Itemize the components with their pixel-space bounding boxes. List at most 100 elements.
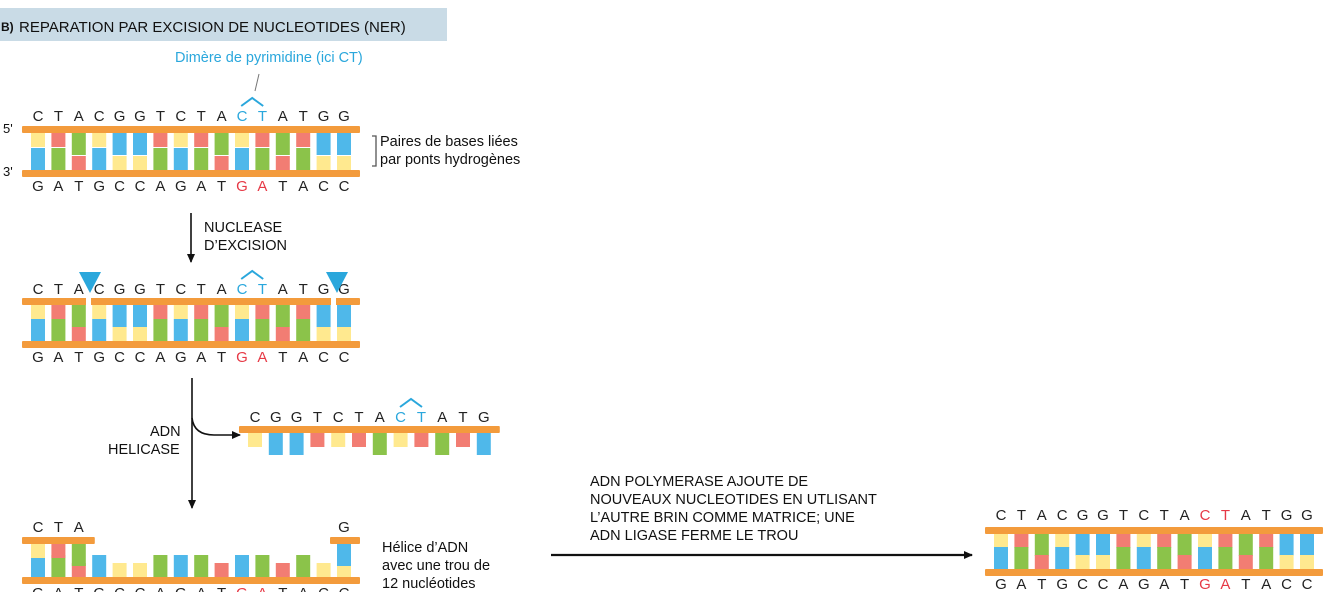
strand-nick <box>331 297 336 306</box>
base-bottom <box>1055 547 1070 569</box>
sequence-letter-bottom: A <box>1159 576 1169 592</box>
sequence-letter-bottom: T <box>1241 576 1250 592</box>
base-top <box>1096 534 1110 556</box>
sequence-letter-bottom: C <box>339 178 350 195</box>
base-top <box>1075 534 1090 556</box>
base-top <box>214 133 229 155</box>
base-top <box>1136 534 1151 548</box>
base-bottom <box>994 547 1008 569</box>
sequence-letter-top: G <box>1301 507 1313 524</box>
base-bottom <box>1238 555 1253 569</box>
sequence-letter-top: T <box>258 108 267 125</box>
sequence-letter-bottom: C <box>114 178 125 195</box>
gapped-base-bottom <box>112 563 127 577</box>
gapped-base-bottom <box>255 555 270 577</box>
backbone-bottom <box>22 170 360 177</box>
sequence-letter-top: C <box>33 108 44 125</box>
base-top <box>194 305 209 319</box>
base-top <box>214 305 229 327</box>
base-top <box>337 305 351 327</box>
gapped-base-top <box>337 544 351 566</box>
gap-label-line3: 12 nucléotides <box>382 576 476 592</box>
gapped-letter-top: C <box>33 519 44 536</box>
excised-backbone <box>239 426 500 433</box>
sequence-letter-bottom: A <box>155 178 165 195</box>
base-top <box>235 305 249 319</box>
gapped-letter-top: G <box>338 519 350 536</box>
gapped-base-top <box>31 544 45 558</box>
sequence-letter-top: T <box>197 281 206 298</box>
sequence-letter-bottom: G <box>93 178 105 195</box>
excised-letter: C <box>333 409 344 426</box>
section-label: B) <box>1 20 14 34</box>
base-top <box>1055 534 1070 548</box>
base-top <box>133 305 147 327</box>
base-top <box>275 133 290 155</box>
gapped-base-bottom <box>194 555 209 577</box>
excised-base <box>248 433 262 447</box>
sequence-letter-top: A <box>1037 507 1047 524</box>
base-top <box>1116 534 1131 548</box>
sequence-letter-bottom: C <box>318 349 329 366</box>
sequence-letter-top: C <box>237 108 248 125</box>
base-top <box>71 133 86 155</box>
nuclease-label-line2: D’EXCISION <box>204 238 287 254</box>
base-bottom <box>1034 555 1049 569</box>
base-bottom <box>296 148 311 170</box>
sequence-letter-bottom: T <box>278 349 287 366</box>
sequence-letter-bottom: C <box>339 349 350 366</box>
excised-letter: T <box>354 409 363 426</box>
sequence-letter-top: C <box>175 281 186 298</box>
base-top <box>71 305 86 327</box>
base-top <box>316 305 331 327</box>
base-bottom <box>1198 547 1212 569</box>
cut-site-marker <box>326 272 348 293</box>
sequence-letter-top: T <box>299 108 308 125</box>
gapped-letter-bottom: T <box>74 585 83 592</box>
strand-nick <box>86 297 91 306</box>
sequence-letter-top: C <box>237 281 248 298</box>
base-bottom <box>51 319 66 341</box>
sequence-letter-bottom: G <box>236 178 248 195</box>
base-top <box>1218 534 1233 548</box>
sequence-letter-top: A <box>217 108 227 125</box>
excised-base <box>456 433 470 447</box>
gapped-letter-bottom: C <box>339 585 350 592</box>
sequence-letter-bottom: T <box>74 349 83 366</box>
base-top <box>255 305 270 319</box>
gapped-backbone-top-left <box>22 537 95 544</box>
sequence-letter-bottom: A <box>196 349 206 366</box>
base-bottom <box>337 327 351 341</box>
base-bottom <box>1300 555 1314 569</box>
base-bottom <box>214 156 229 170</box>
base-pairs-label-line2: par ponts hydrogènes <box>380 152 521 168</box>
base-top <box>173 305 188 319</box>
excised-letter: T <box>313 409 322 426</box>
gapped-letter-bottom: G <box>236 585 248 592</box>
excised-letter: T <box>458 409 467 426</box>
base-bottom <box>337 156 351 170</box>
cut-site-marker <box>79 272 101 293</box>
gapped-letter-top: T <box>54 519 63 536</box>
base-bottom <box>1259 547 1274 569</box>
sequence-letter-top: A <box>74 108 84 125</box>
excised-letter: C <box>250 409 261 426</box>
sequence-letter-bottom: A <box>298 349 308 366</box>
sequence-letter-top: T <box>156 108 165 125</box>
gapped-letter-bottom: G <box>93 585 105 592</box>
sequence-letter-bottom: G <box>995 576 1007 592</box>
gapped-base-bottom <box>296 555 311 577</box>
gapped-letter-bottom: T <box>278 585 287 592</box>
gapped-letter-bottom: C <box>318 585 329 592</box>
excised-base <box>393 433 408 447</box>
base-bottom <box>255 319 270 341</box>
sequence-letter-bottom: A <box>298 178 308 195</box>
sequence-letter-bottom: C <box>135 178 146 195</box>
base-bottom <box>31 319 45 341</box>
base-pairs-bracket <box>372 135 377 167</box>
sequence-letter-top: T <box>156 281 165 298</box>
gapped-base-bottom <box>31 555 45 577</box>
sequence-letter-bottom: G <box>1138 576 1150 592</box>
backbone-top <box>985 527 1323 534</box>
excised-letter: A <box>375 409 385 426</box>
